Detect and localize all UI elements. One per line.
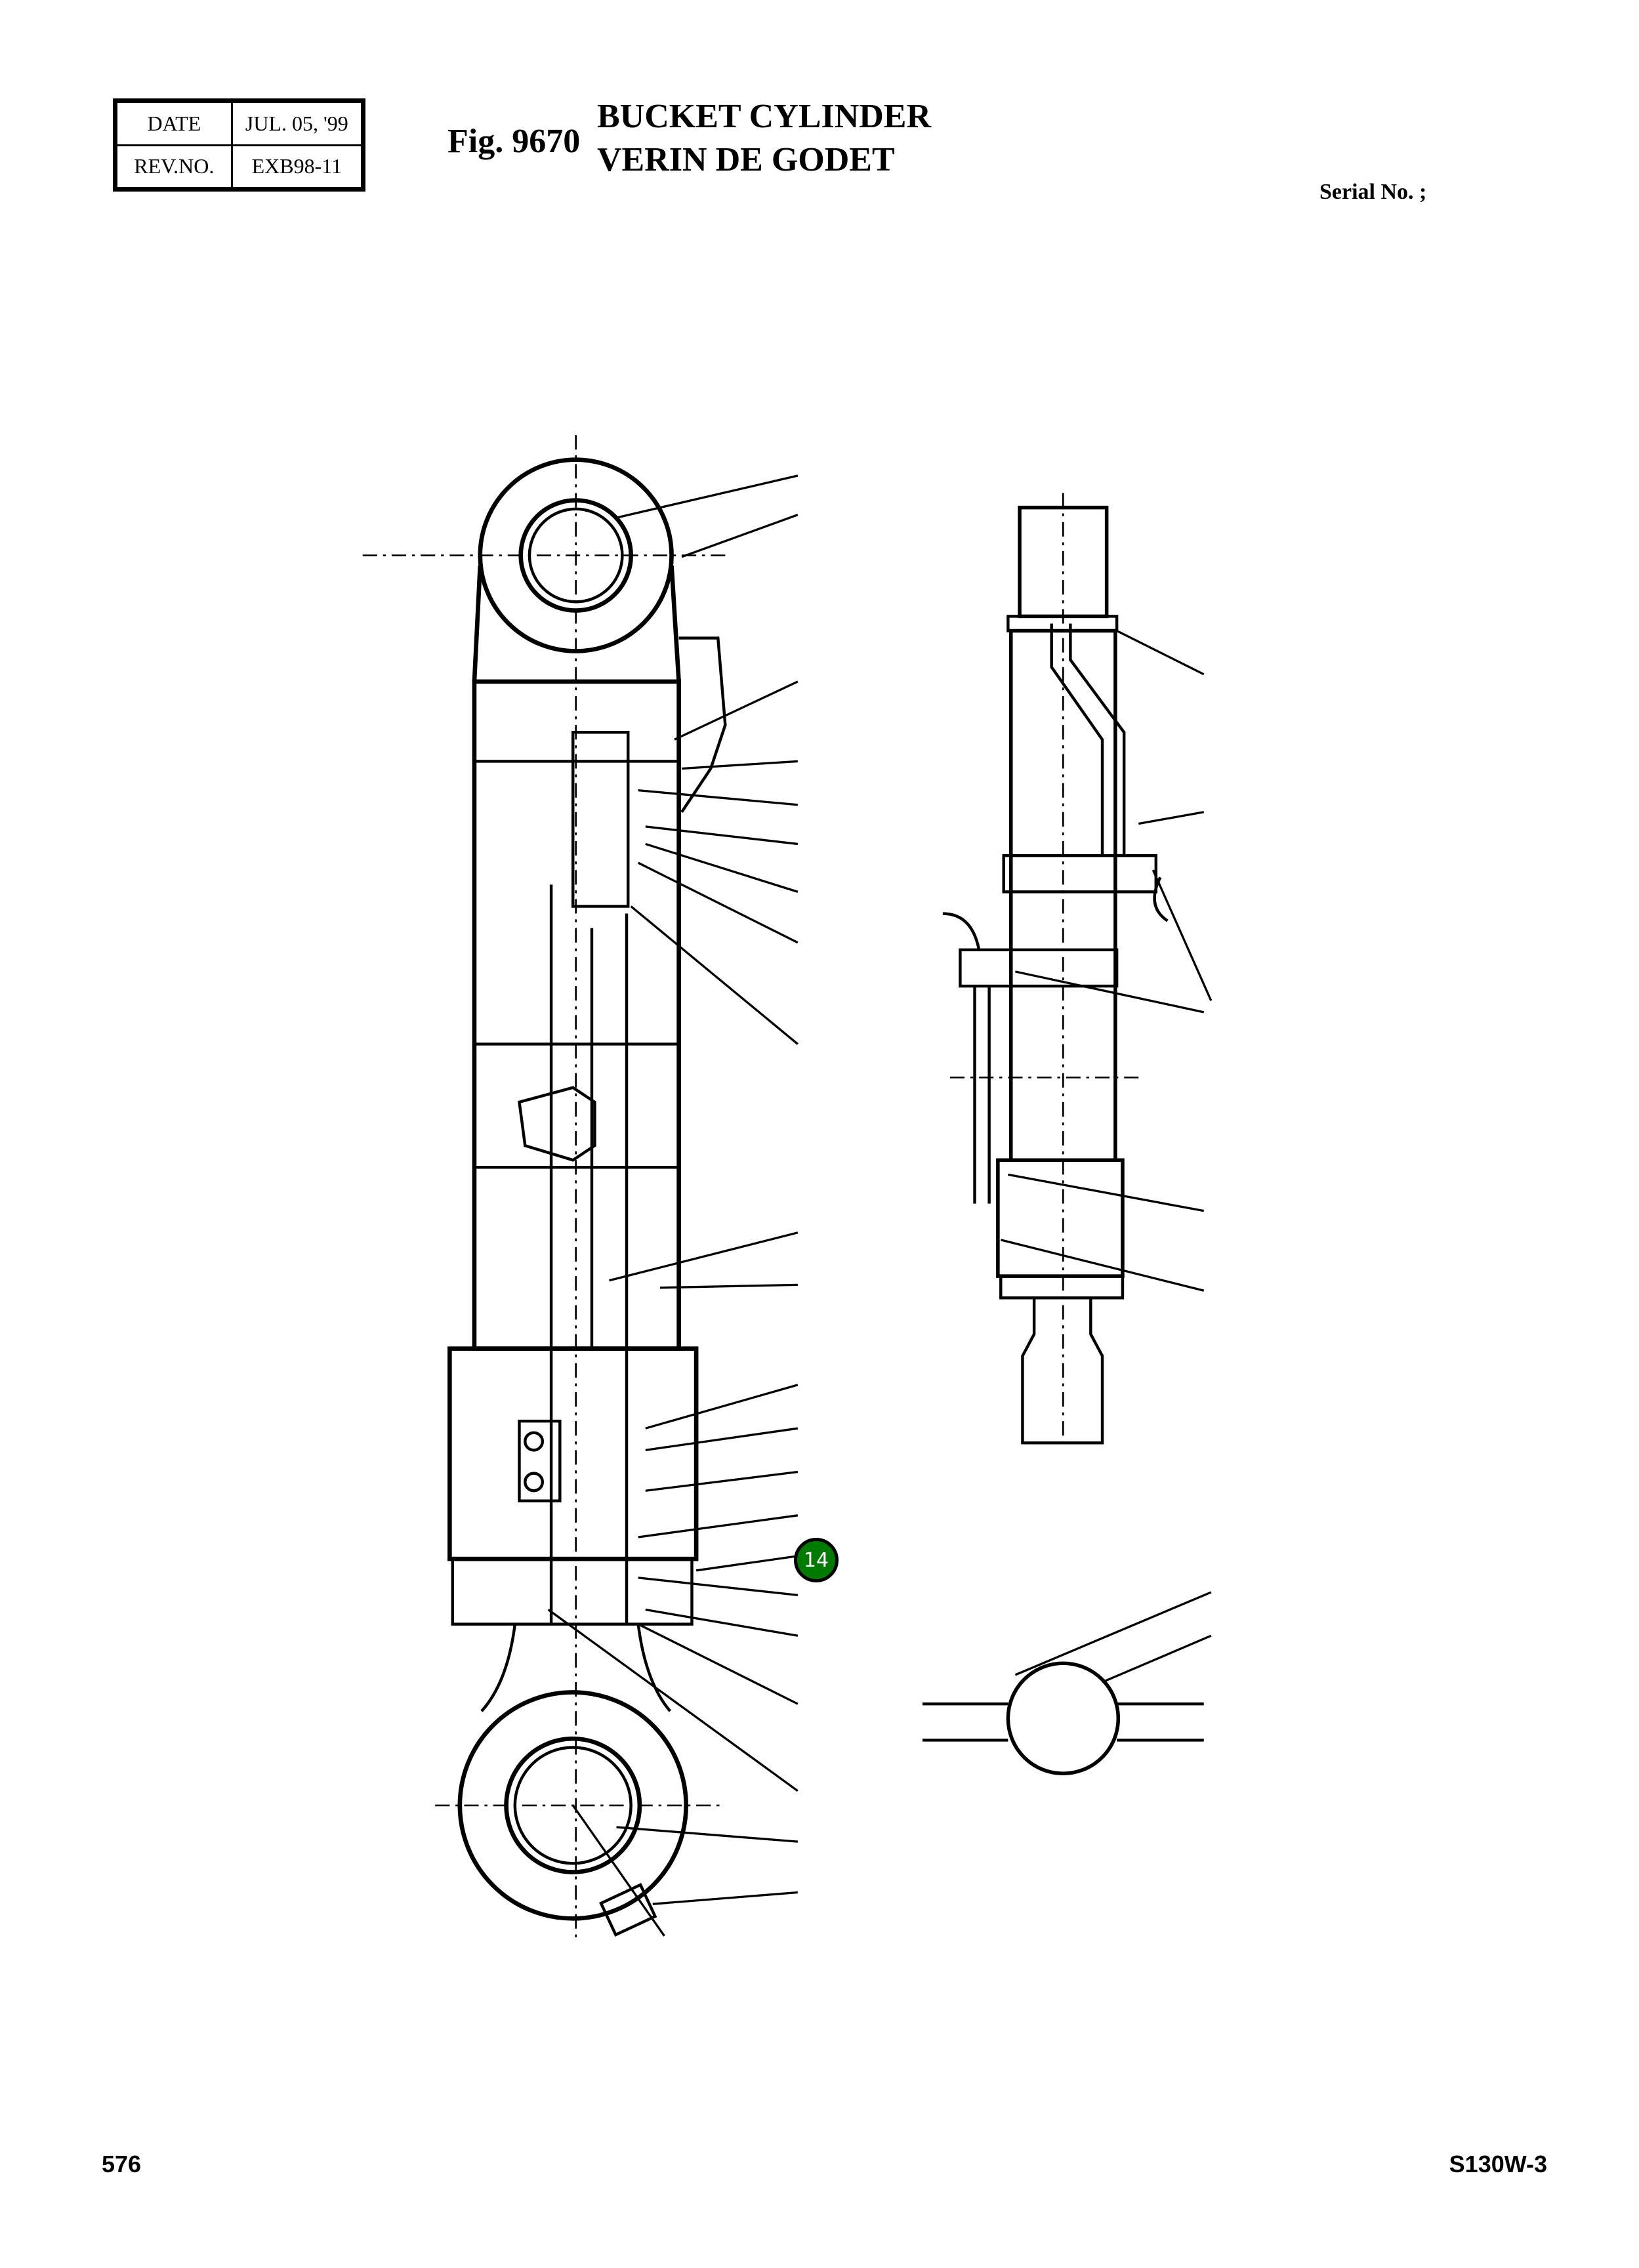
rev-label: REV.NO. — [114, 144, 233, 190]
figure-title-fr: VERIN DE GODET — [597, 141, 895, 178]
figure-title-en: BUCKET CYLINDER — [597, 98, 932, 135]
callout-badge-14[interactable]: 14 — [794, 1538, 839, 1582]
revision-table: DATE JUL. 05, '99 REV.NO. EXB98-11 — [113, 98, 365, 192]
date-label: DATE — [114, 100, 233, 146]
serial-number-label: Serial No. ; — [1319, 180, 1427, 204]
cylinder-front-view — [922, 493, 1213, 1776]
model-number: S130W-3 — [1449, 2151, 1547, 2177]
date-value: JUL. 05, '99 — [230, 100, 365, 146]
rev-value: EXB98-11 — [230, 144, 365, 190]
figure-number: Fig. 9670 — [447, 123, 581, 160]
page-number: 576 — [102, 2151, 142, 2177]
cylinder-side-view — [362, 435, 799, 1943]
